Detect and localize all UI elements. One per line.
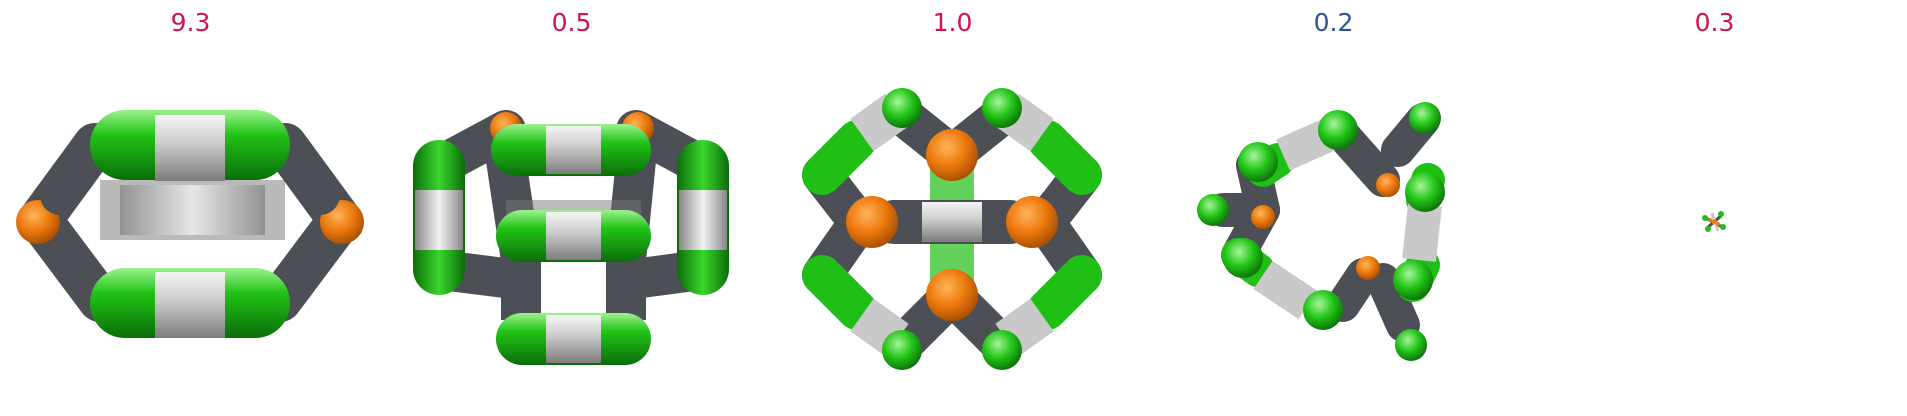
panel-score-label: 0.2	[1313, 8, 1354, 37]
orange-atom	[1356, 256, 1380, 280]
orange-atom	[1251, 205, 1275, 229]
molecule-panel-5: 0.3	[1524, 0, 1905, 416]
molecule-render	[1197, 102, 1445, 361]
molecule-render	[413, 110, 729, 365]
tiny-molecule	[1702, 211, 1726, 232]
green-atom	[1409, 102, 1441, 134]
molecule-render	[16, 110, 364, 338]
green-atom	[982, 88, 1022, 128]
green-atom	[1303, 290, 1343, 330]
green-atom	[1393, 260, 1433, 300]
orange-atom	[846, 196, 898, 248]
molecule-panel-1: 9.3	[0, 0, 381, 416]
green-atom	[1318, 110, 1358, 150]
panel-score-label: 1.0	[932, 8, 973, 37]
orange-atom	[926, 129, 978, 181]
orange-atom	[926, 269, 978, 321]
orange-atom	[1376, 173, 1400, 197]
green-atom	[1197, 194, 1229, 226]
panel-score-label: 0.3	[1694, 8, 1735, 37]
molecule-render	[802, 88, 1102, 370]
orange-atom	[1006, 196, 1058, 248]
green-atom	[982, 330, 1022, 370]
panel-score-label: 0.5	[551, 8, 592, 37]
green-atom	[1405, 172, 1445, 212]
molecule-panel-3: 1.0	[762, 0, 1143, 416]
green-atom	[882, 88, 922, 128]
green-atom	[1238, 142, 1278, 182]
green-atom	[882, 330, 922, 370]
molecule-render	[1702, 211, 1726, 232]
panel-score-label: 9.3	[170, 8, 211, 37]
green-atom	[1395, 329, 1427, 361]
green-atom	[1223, 238, 1263, 278]
molecule-panel-2: 0.5	[381, 0, 762, 416]
molecule-panel-4: 0.2	[1143, 0, 1524, 416]
